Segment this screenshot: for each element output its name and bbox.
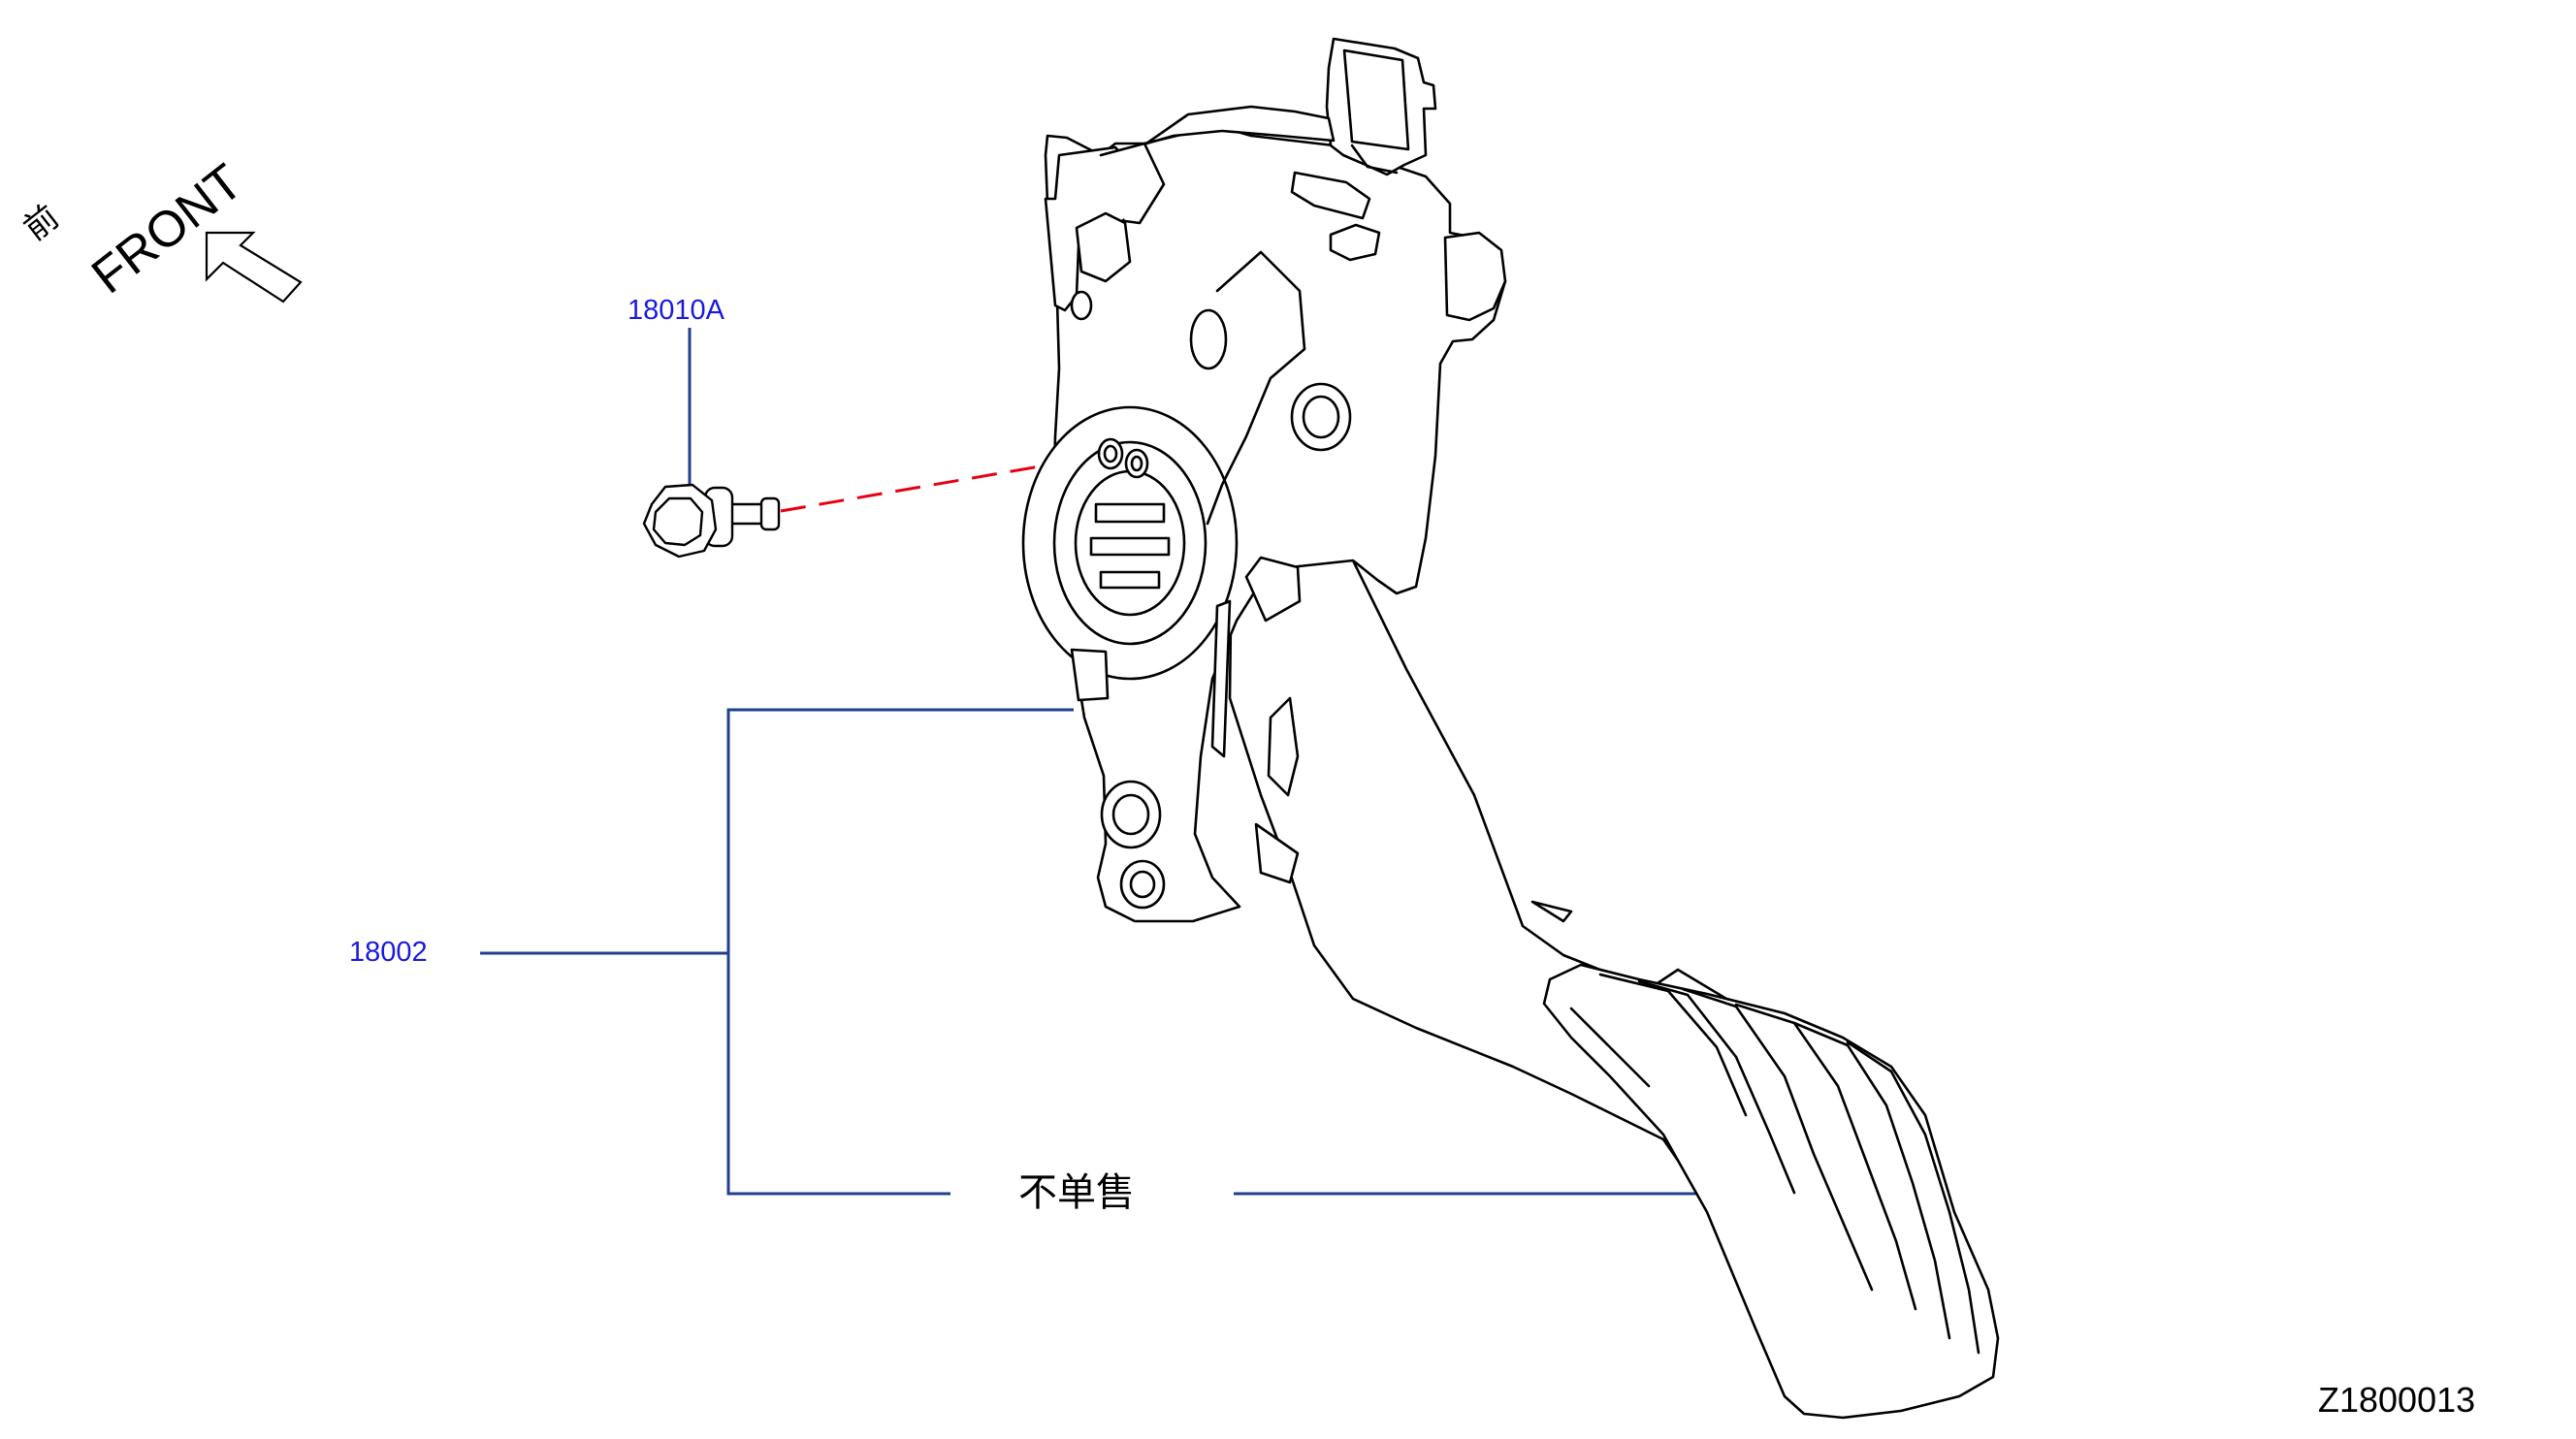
accelerator-pedal-assembly xyxy=(1021,37,2000,1420)
bolt-18010A xyxy=(642,483,781,559)
part-number-18010A: 18010A xyxy=(628,295,724,326)
diagram-id: Z1800013 xyxy=(2318,1380,2476,1420)
part-number-18002: 18002 xyxy=(349,937,428,968)
pedal-pad xyxy=(1542,963,2000,1420)
leader-bracket xyxy=(726,708,1074,1196)
front-arrow-icon xyxy=(205,231,303,304)
not-sold-separately-label: 不单售 xyxy=(1018,1170,1135,1215)
leader-lines xyxy=(480,328,1713,1196)
